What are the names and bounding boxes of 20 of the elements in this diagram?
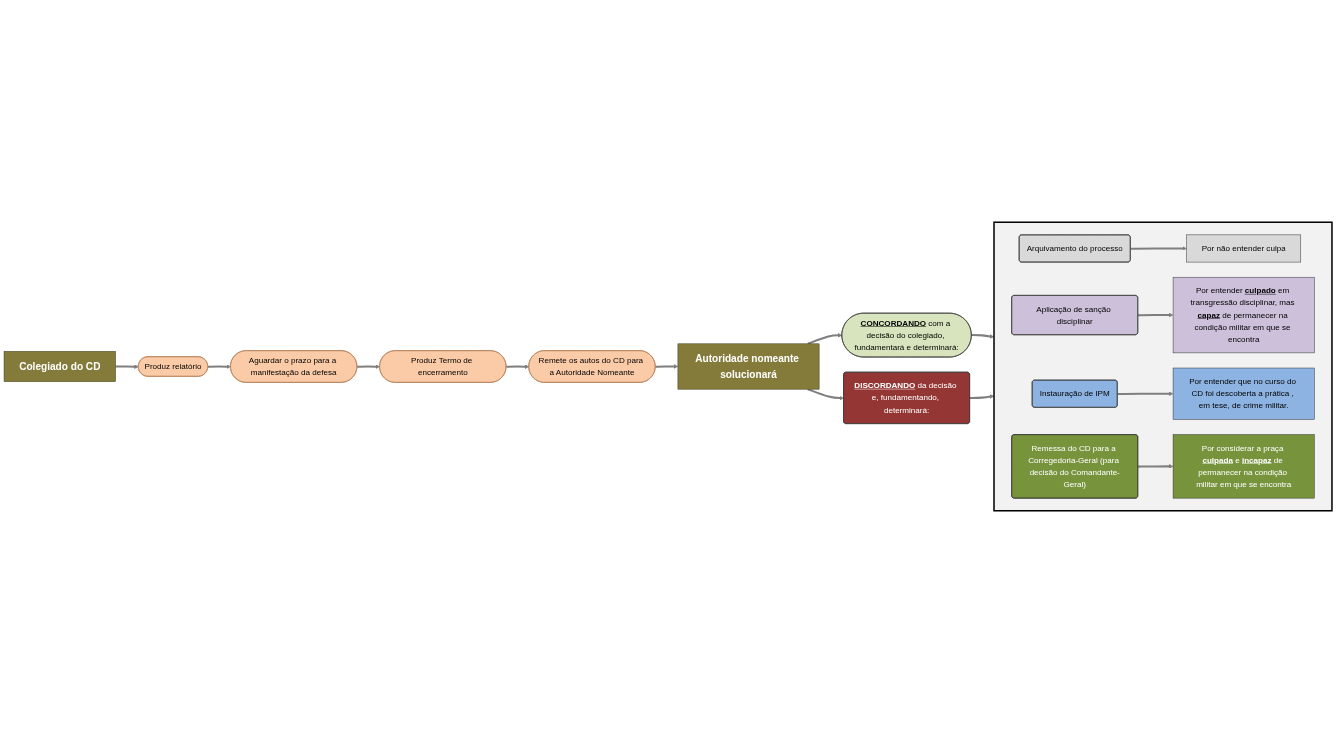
node-box: Autoridade nomeante solucionará [677,343,820,390]
arrow [807,388,844,401]
arrow [1117,391,1174,396]
node-box: Por não entender culpa [1186,234,1302,263]
arrow [807,333,843,345]
node-box: Por considerar a praça culpada e incapaz de permanecer na condição militar em que se encontra [1172,434,1315,499]
node-box: Colegiado do CD [3,351,116,382]
arrow [506,364,530,369]
arrow [207,364,231,369]
arrow [1138,464,1174,469]
arrow [655,364,679,369]
arrow [1138,312,1174,318]
arrow [971,334,995,339]
cluster [993,221,1333,512]
arrow [357,364,381,369]
node-box: Por entender culpado em transgressão disciplinar, mas capaz de permanecer na condição militar em que se encontra [1172,276,1315,354]
arrow [969,394,995,399]
node-box: Por entender que no curso do CD foi descoberta a prática , em tese, de crime militar. [1172,367,1315,420]
arrow [115,364,139,369]
arrow [1130,246,1187,251]
